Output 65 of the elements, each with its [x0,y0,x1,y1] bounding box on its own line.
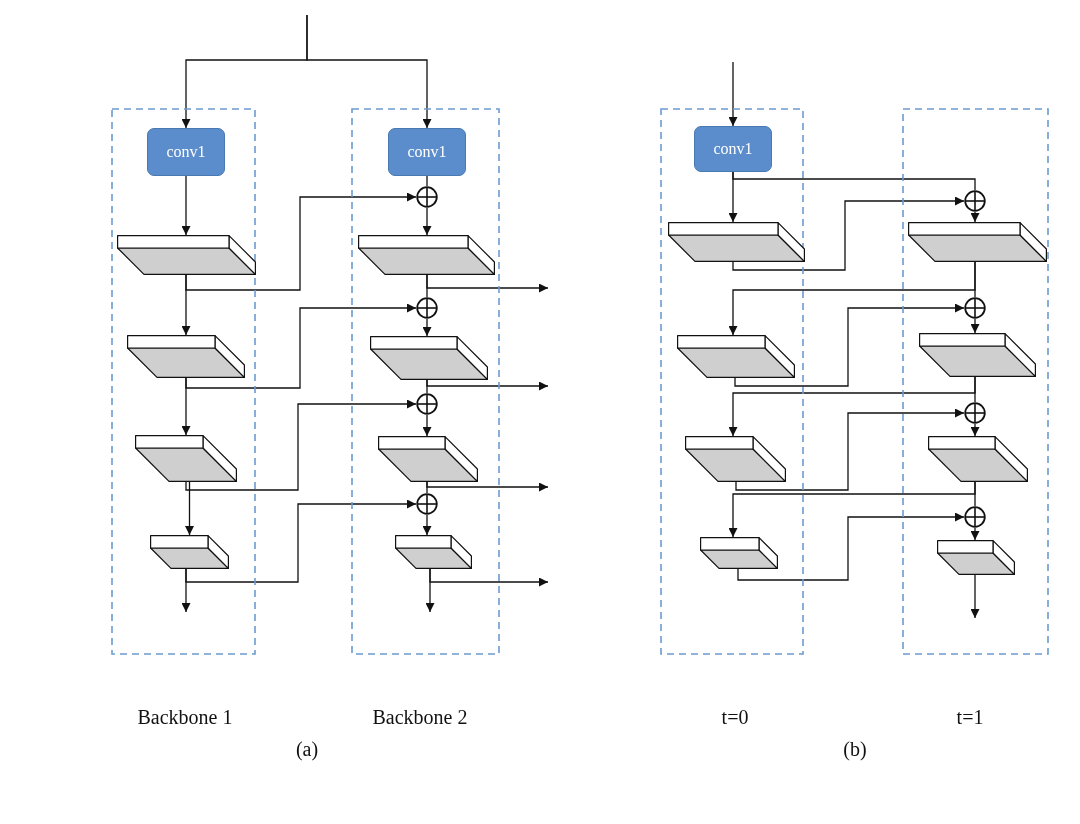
feature-layer-block [668,222,805,262]
arrow [970,527,980,541]
arrow [728,61,738,127]
arrow [422,414,432,437]
sum-node [964,506,986,528]
arrow [732,196,965,271]
arrow [735,408,965,491]
sum-node [416,393,438,415]
arrow [970,318,980,334]
arrow [737,512,965,581]
feature-layer-block [127,335,245,378]
sum-node [964,402,986,424]
feature-layer-block [378,436,478,482]
dashed-group-box [902,108,1049,655]
arrow [426,274,549,293]
dashed-group-box [660,108,804,655]
caption-text: (a) [295,738,319,761]
feature-layer-block [919,333,1036,377]
arrow [426,379,549,391]
sum-node [416,493,438,515]
arrow [185,481,194,536]
feature-layer-block [937,540,1015,575]
sum-node [416,186,438,208]
arrow [422,514,432,536]
caption-text: t=1 [956,706,984,729]
arrow [422,318,432,337]
feature-layer-block [685,436,786,482]
feature-layer-block [395,535,472,569]
dashed-group-box [351,108,500,655]
arrow [185,499,417,583]
feature-layer-block [150,535,229,569]
conv-block [147,128,225,176]
arrow [970,211,980,223]
sum-node [964,297,986,319]
arrow [185,399,417,491]
arrow [306,14,432,129]
block-label: conv1 [713,140,753,158]
feature-layer-block [358,235,495,275]
arrow [429,568,549,587]
block-label: conv1 [407,143,447,161]
caption-text: t=0 [721,706,749,729]
caption-text: Backbone 2 [372,706,468,729]
sum-node [964,190,986,212]
arrow [970,423,980,437]
feature-layer-block [928,436,1028,482]
feature-layer-block [370,336,488,380]
arrow [185,303,417,389]
arrow [426,481,549,492]
conv-block [388,128,466,176]
feature-layer-block [700,537,778,569]
arrow [970,574,980,619]
arrow [181,175,191,236]
caption-text: (b) [843,738,867,761]
block-label: conv1 [166,143,206,161]
arrow [734,303,965,387]
feature-layer-block [135,435,237,482]
feature-layer-block [117,235,256,275]
arrow [422,207,432,236]
arrow [185,192,417,291]
sum-node [416,297,438,319]
feature-layer-block [677,335,795,378]
feature-layer-block [908,222,1047,262]
caption-text: Backbone 1 [137,706,233,729]
dashed-group-box [111,108,256,655]
conv-block [694,126,772,172]
